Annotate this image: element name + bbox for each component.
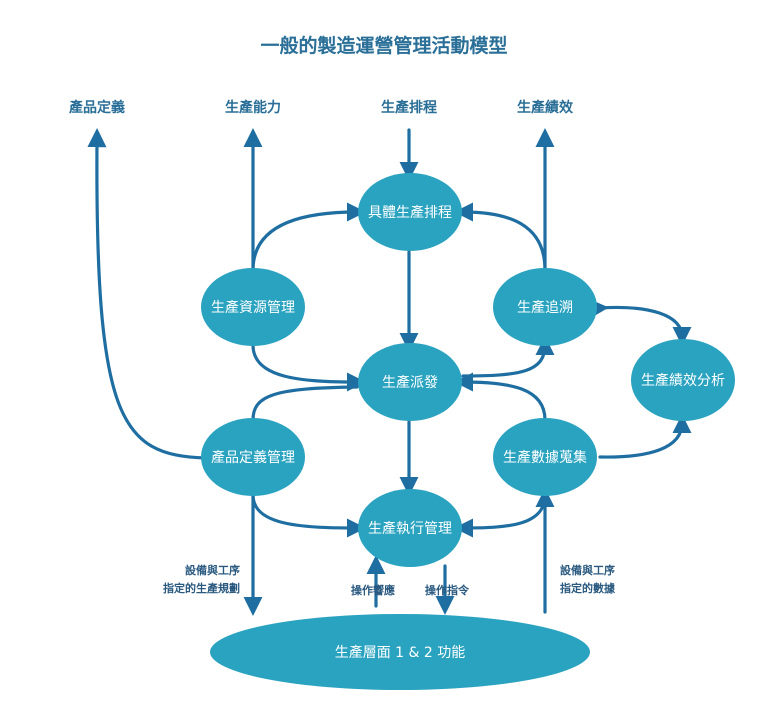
node-tracking-label: 生產追溯 <box>517 299 573 316</box>
note-operation-response: 操作響應 <box>351 583 395 597</box>
node-data-collection-label: 生產數據蒐集 <box>503 449 587 466</box>
node-dispatching-label: 生產派發 <box>382 374 438 391</box>
arrow-collection-to-dispatching <box>454 372 547 422</box>
node-level-functions: 生產層面 1 & 2 功能 <box>210 614 590 690</box>
label-production-capability: 生產能力 <box>225 99 281 116</box>
arrow-definition-to-dispatching <box>251 385 359 422</box>
arrow-dispatching-to-tracking <box>461 336 555 378</box>
arrow-resource-to-dispatching <box>251 343 366 392</box>
node-data-collection: 生產數據蒐集 <box>493 418 597 496</box>
node-level-functions-label: 生產層面 1 & 2 功能 <box>335 644 466 661</box>
node-execution-management-label: 生產執行管理 <box>368 520 452 537</box>
note-equipment-rules-line1: 設備與工序 <box>185 563 240 577</box>
note-equipment-rules-line2: 指定的生產規劃 <box>163 581 240 595</box>
arrow-collection-to-execution <box>454 493 547 538</box>
node-tracking: 生產追溯 <box>493 268 597 346</box>
node-dispatching: 生產派發 <box>358 343 462 421</box>
arrow-tracking-analysis-link <box>589 299 692 346</box>
node-detailed-scheduling: 具體生產排程 <box>358 173 462 251</box>
note-equipment-data-line2: 指定的數據 <box>560 581 616 595</box>
flow-arrows <box>87 128 692 616</box>
node-resource-management: 生產資源管理 <box>201 268 305 346</box>
label-production-performance: 生產績效 <box>517 99 574 116</box>
node-performance-analysis: 生產績效分析 <box>631 339 735 421</box>
node-performance-analysis-label: 生產績效分析 <box>641 372 725 389</box>
diagram-title: 一般的製造運營管理活動模型 <box>260 34 507 57</box>
label-product-definition: 產品定義 <box>68 99 125 116</box>
note-operation-command: 操作指令 <box>425 583 470 597</box>
arrow-collection-to-analysis <box>598 414 692 459</box>
arrow-definition-to-execution <box>251 493 366 538</box>
arrow-definition-to-product-definition <box>87 128 207 460</box>
node-resource-management-label: 生產資源管理 <box>211 299 295 316</box>
node-detailed-scheduling-label: 具體生產排程 <box>368 204 452 221</box>
arrow-resource-to-scheduling <box>251 202 366 272</box>
label-production-schedule: 生產排程 <box>381 99 437 116</box>
note-equipment-data-line1: 設備與工序 <box>560 563 615 577</box>
arrow-tracking-to-scheduling <box>454 202 547 272</box>
node-execution-management: 生產執行管理 <box>358 489 462 567</box>
node-definition-management: 產品定義管理 <box>201 418 305 496</box>
node-definition-management-label: 產品定義管理 <box>211 449 295 466</box>
